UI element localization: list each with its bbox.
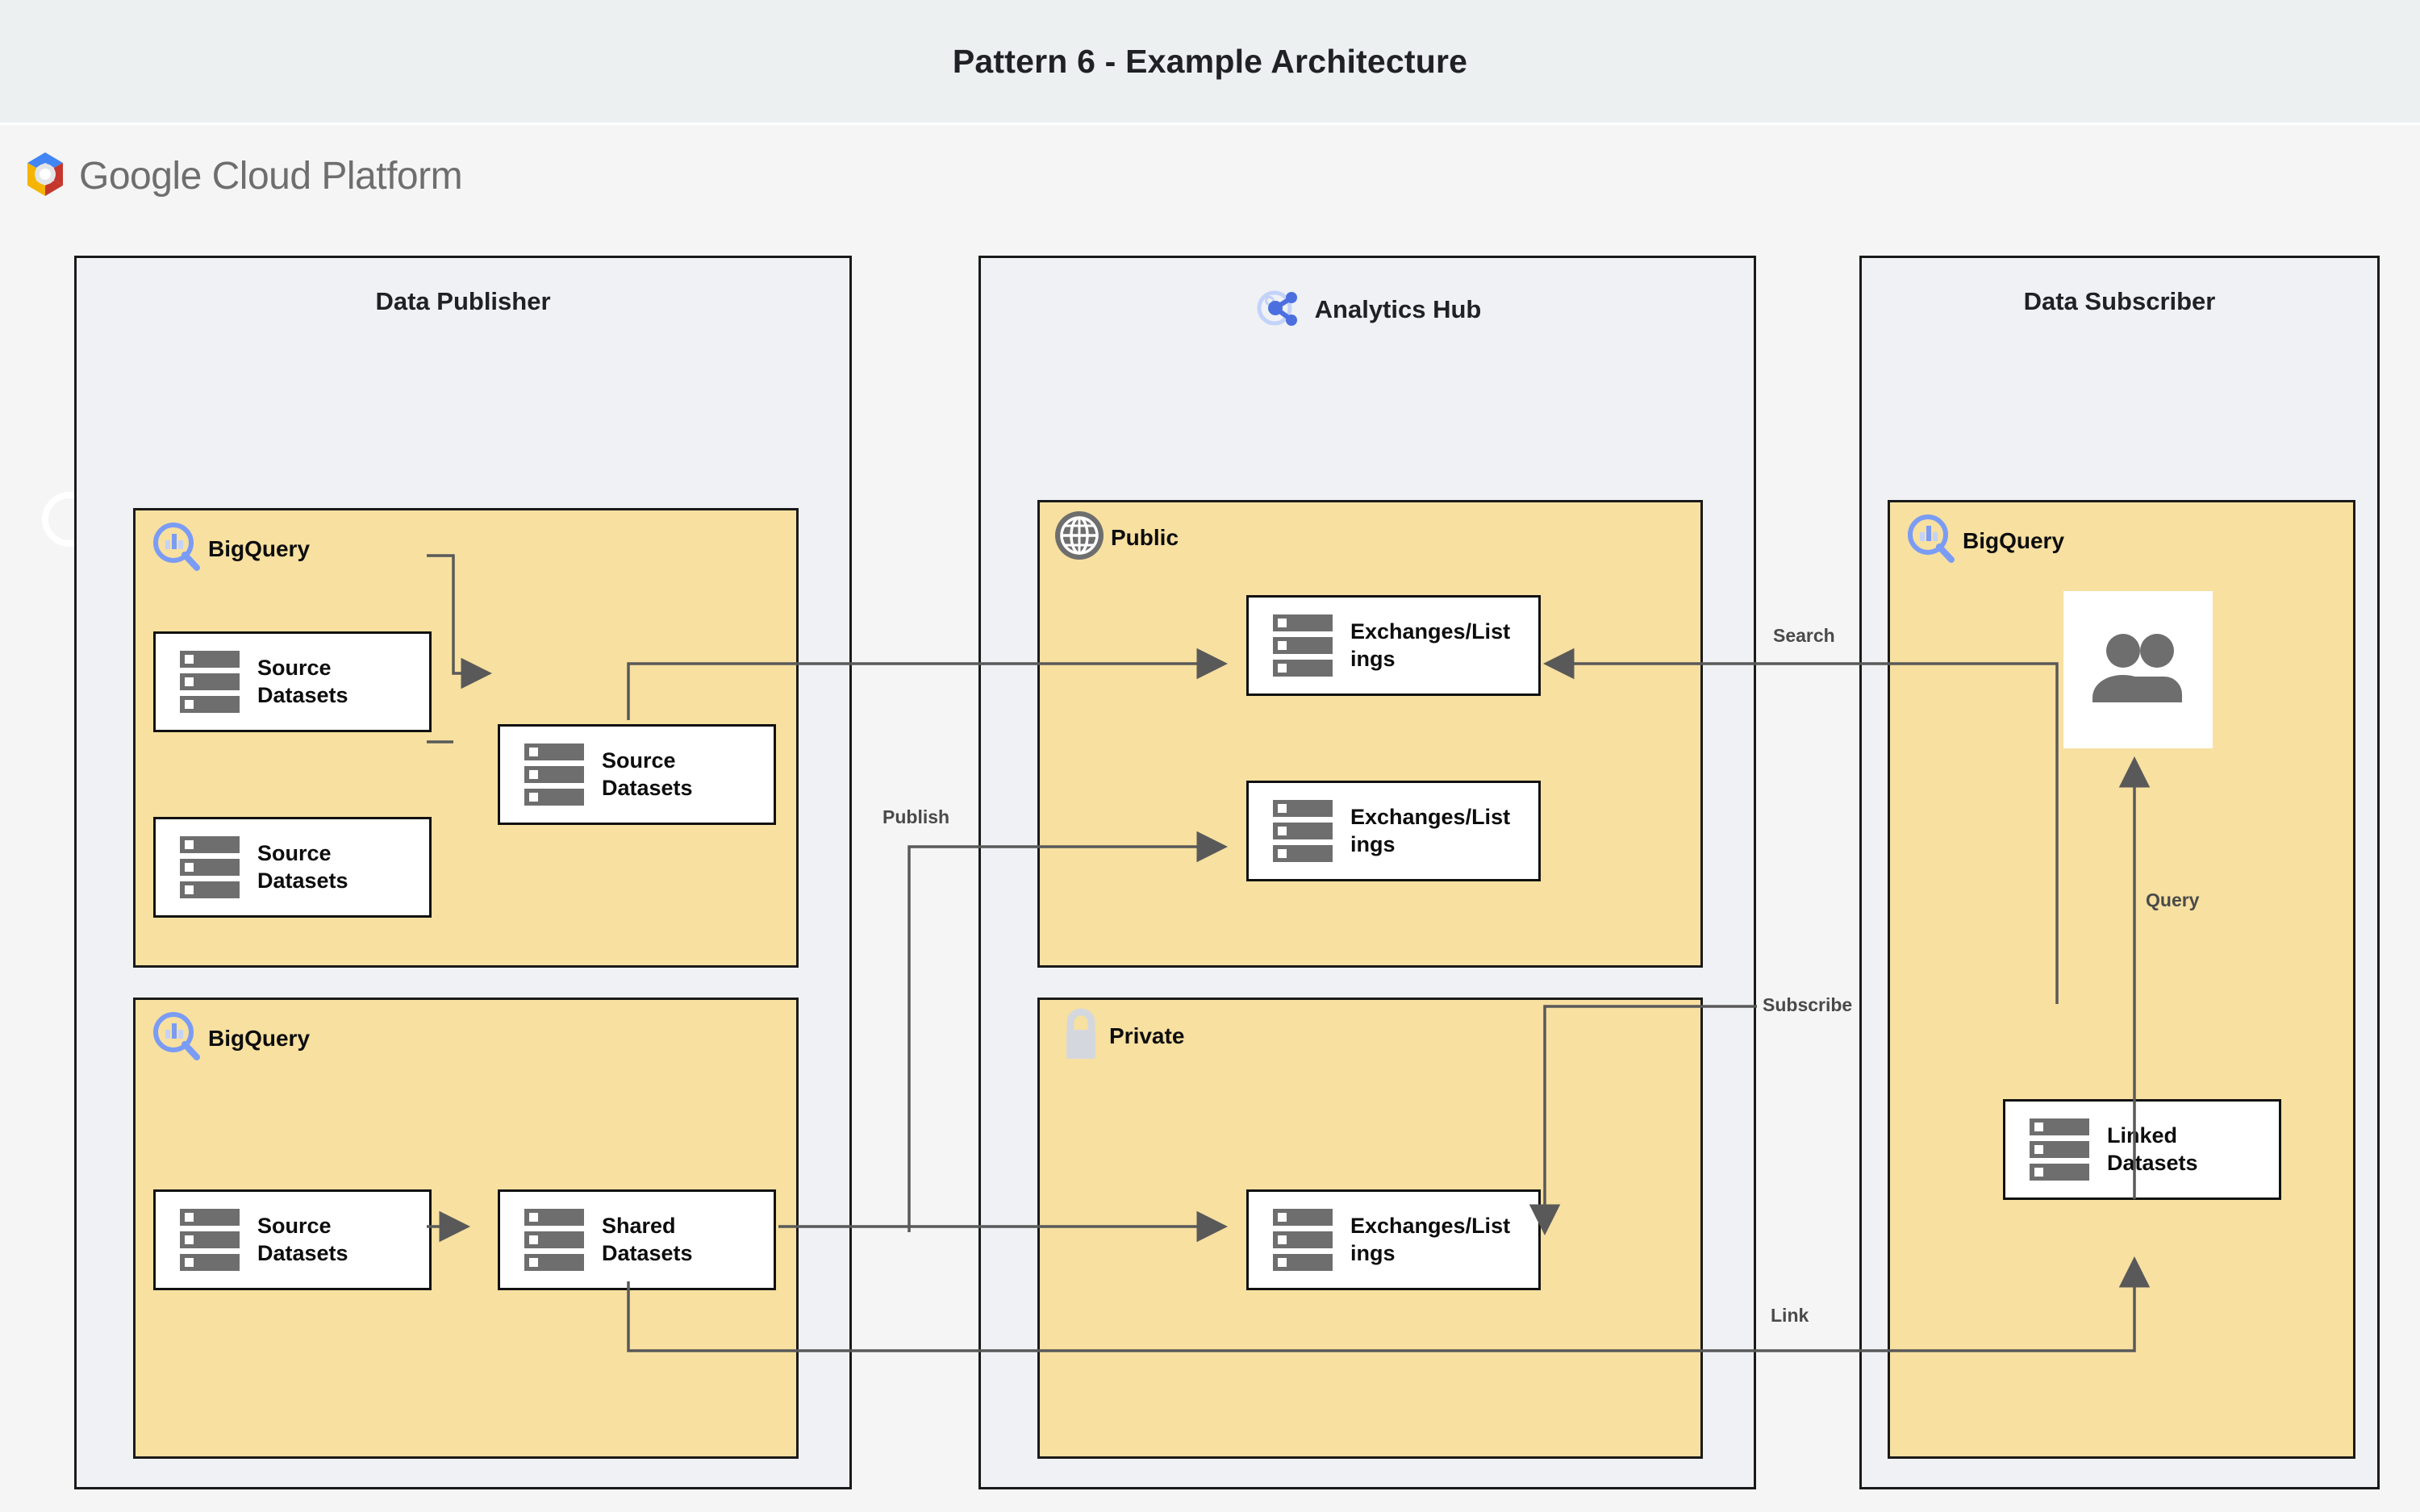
node-users-tile[interactable]: [2063, 591, 2213, 748]
node-label: Exchanges/Listings: [1350, 1213, 1511, 1265]
gcp-hexagon-logo-icon: [23, 151, 68, 202]
edge-label-publish: Publish: [882, 806, 950, 827]
group-bigquery-publisher-bottom: BigQuery Source Datasets Shared Datasets: [133, 998, 799, 1459]
group-header: Public: [1051, 507, 1179, 568]
node-shared-datasets[interactable]: Shared Datasets: [498, 1189, 776, 1290]
zone-data-subscriber: Data Subscriber BigQuery: [1859, 256, 2380, 1489]
zone-analytics-hub: Analytics Hub Public: [978, 256, 1756, 1489]
datasets-icon: [180, 1209, 240, 1271]
brand-name-rest: Cloud Platform: [211, 155, 463, 198]
datasets-icon: [1273, 800, 1333, 862]
zone-title-analytics-hub-wrap: Analytics Hub: [981, 282, 1754, 336]
datasets-icon: [180, 651, 240, 713]
users-icon: [2088, 630, 2188, 710]
group-label: Private: [1109, 1023, 1185, 1048]
group-label: BigQuery: [1963, 527, 2065, 553]
node-exchanges-listings-public-1[interactable]: Exchanges/Listings: [1246, 595, 1541, 696]
node-source-datasets-1[interactable]: Source Datasets: [153, 631, 432, 732]
group-bigquery-subscriber: BigQuery Linked Datasets: [1888, 500, 2355, 1459]
edge-label-link: Link: [1771, 1305, 1809, 1326]
group-bigquery-publisher-top: BigQuery Source Datasets Source Datasets…: [133, 508, 799, 968]
datasets-icon: [1273, 614, 1333, 677]
edge-label-subscribe: Subscribe: [1763, 994, 1853, 1015]
datasets-icon: [180, 836, 240, 898]
group-header: BigQuery: [148, 1008, 310, 1068]
title-band: Pattern 6 - Example Architecture: [0, 0, 2420, 123]
edge-label-search: Search: [1773, 625, 1835, 646]
node-source-datasets-2[interactable]: Source Datasets: [153, 817, 432, 918]
group-label: BigQuery: [208, 535, 311, 561]
datasets-icon: [1273, 1209, 1333, 1271]
zone-data-publisher: Data Publisher BigQuery Source Datase: [74, 256, 852, 1489]
node-source-datasets-3[interactable]: Source Datasets: [498, 724, 776, 825]
group-label: Public: [1111, 524, 1179, 550]
node-exchanges-listings-public-2[interactable]: Exchanges/Listings: [1246, 781, 1541, 881]
bigquery-icon: [1903, 510, 1959, 571]
datasets-icon: [524, 744, 584, 806]
edge-label-query: Query: [2146, 889, 2200, 910]
brand-name-bold: Google: [79, 155, 202, 198]
datasets-icon: [2030, 1118, 2089, 1181]
bigquery-icon: [148, 519, 205, 579]
node-exchanges-listings-private[interactable]: Exchanges/Listings: [1246, 1189, 1541, 1290]
node-linked-datasets[interactable]: Linked Datasets: [2003, 1099, 2281, 1200]
zone-title-data-subscriber: Data Subscriber: [2023, 287, 2216, 315]
group-private: Private Exchanges/Listings: [1037, 998, 1703, 1459]
zone-title-analytics-hub: Analytics Hub: [1314, 294, 1482, 323]
group-header: BigQuery: [1903, 510, 2064, 571]
node-label: Source Datasets: [257, 840, 348, 893]
group-label: BigQuery: [208, 1025, 311, 1051]
datasets-icon: [524, 1209, 584, 1271]
node-source-datasets-4[interactable]: Source Datasets: [153, 1189, 432, 1290]
globe-icon: [1051, 507, 1108, 568]
node-label: Shared Datasets: [602, 1213, 693, 1265]
diagram-canvas: Google Cloud Platform Data Publisher Big…: [0, 125, 2420, 1512]
gcp-logo: Google Cloud Platform: [23, 151, 463, 202]
page-title: Pattern 6 - Example Architecture: [952, 42, 1468, 80]
node-label: Source Datasets: [602, 748, 693, 800]
bigquery-icon: [148, 1008, 205, 1068]
group-header: Private: [1056, 1005, 1184, 1067]
group-header: BigQuery: [148, 519, 310, 579]
analytics-hub-share-icon: [1254, 282, 1304, 336]
lock-icon: [1056, 1005, 1106, 1067]
node-label: Exchanges/Listings: [1350, 619, 1511, 671]
node-label: Source Datasets: [257, 655, 348, 707]
node-label: Source Datasets: [257, 1213, 348, 1265]
zone-title-data-publisher: Data Publisher: [375, 287, 551, 315]
gcp-wordmark: Google Cloud Platform: [79, 154, 463, 198]
node-label: Linked Datasets: [2107, 1123, 2198, 1175]
group-public: Public Exchanges/Listings Exchanges/List…: [1037, 500, 1703, 968]
node-label: Exchanges/Listings: [1350, 804, 1511, 856]
